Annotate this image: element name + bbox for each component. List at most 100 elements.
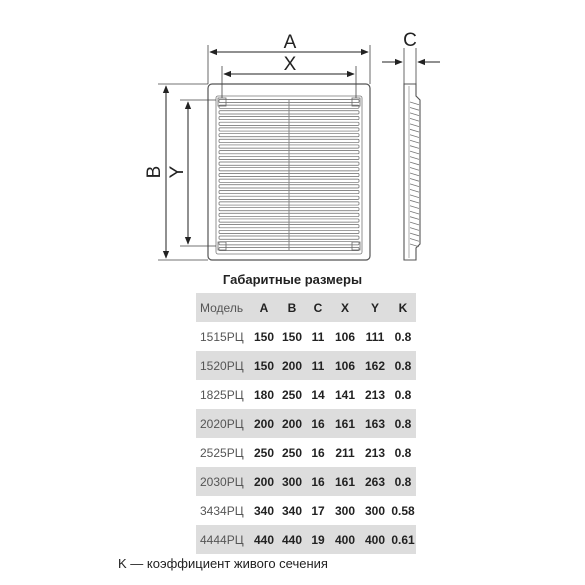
grille-side-tooth [409, 123, 420, 127]
dimension-label-y: Y [167, 165, 188, 178]
grille-side-tooth [409, 210, 420, 215]
cell-k: 0.8 [390, 467, 416, 496]
cell-b: 200 [278, 351, 306, 380]
table-row: 2525РЦ 250 250 16 211 213 0.8 [196, 438, 416, 467]
cell-c: 11 [306, 351, 330, 380]
cell-model: 1825РЦ [200, 387, 244, 402]
cell-y: 162 [360, 351, 390, 380]
grille-side-tooth [409, 188, 420, 193]
table-title: Габаритные размеры [222, 272, 363, 287]
grille-side-tooth [409, 101, 420, 106]
cell-b: 150 [281, 329, 303, 344]
cell-y: 213 [364, 445, 386, 460]
cell-a: 340 [253, 503, 275, 518]
table-header-row: Модель A B C X Y K [196, 293, 416, 322]
header-k: K [390, 293, 416, 322]
header-c: C [306, 293, 330, 322]
cell-y: 263 [360, 467, 390, 496]
grille-side-tooth [409, 232, 420, 237]
grille-side-tooth [409, 205, 420, 209]
cell-c: 17 [311, 503, 325, 518]
cell-k: 0.8 [394, 387, 412, 402]
cell-model: 3434РЦ [200, 503, 244, 518]
cell-model: 4444РЦ [196, 525, 250, 554]
cell-y: 213 [364, 387, 386, 402]
cell-k: 0.58 [391, 503, 415, 518]
table-row: 1515РЦ 150 150 11 106 111 0.8 [196, 322, 416, 351]
grille-side-tooth [409, 221, 420, 226]
grille-side-tooth [409, 243, 420, 248]
grille-side-tooth [409, 150, 420, 155]
header-model: Модель [196, 293, 250, 322]
header-b: B [278, 293, 306, 322]
cell-model: 2030РЦ [196, 467, 250, 496]
mount-tab-bottom-right [351, 241, 361, 251]
table-row: 1825РЦ 180 250 14 141 213 0.8 [196, 380, 416, 409]
cell-a: 200 [250, 409, 278, 438]
cell-model: 1520РЦ [196, 351, 250, 380]
table-row: 4444РЦ 440 440 19 400 400 0.61 [196, 525, 416, 554]
cell-b: 250 [281, 445, 303, 460]
cell-c: 16 [306, 409, 330, 438]
cell-c: 19 [306, 525, 330, 554]
grille-side-tooth [409, 238, 420, 242]
mount-tab-bottom-left [217, 241, 227, 251]
grille-side-teeth [409, 101, 420, 248]
footnote: K — коэффициент живого сечения [118, 556, 328, 571]
cell-x: 211 [335, 445, 355, 460]
dimension-label-x: X [284, 54, 297, 75]
dimensions-table: Модель A B C X Y K 1515РЦ 150 150 11 106… [196, 293, 416, 554]
dimension-label-a: A [284, 32, 297, 53]
cell-y: 163 [360, 409, 390, 438]
dimension-label-b: B [144, 166, 165, 179]
grille-side-tooth [409, 134, 420, 138]
cell-b: 340 [281, 503, 303, 518]
cell-a: 440 [250, 525, 278, 554]
grille-side-tooth [409, 117, 420, 122]
cell-k: 0.8 [390, 351, 416, 380]
table-row: 2030РЦ 200 300 16 161 263 0.8 [196, 467, 416, 496]
header-x: X [330, 293, 360, 322]
cell-x: 400 [330, 525, 360, 554]
cell-model: 2020РЦ [196, 409, 250, 438]
cell-k: 0.8 [390, 409, 416, 438]
cell-x: 141 [334, 387, 356, 402]
cell-b: 250 [281, 387, 303, 402]
dimension-label-c: C [403, 30, 417, 51]
cell-model: 1515РЦ [200, 329, 244, 344]
table-row: 3434РЦ 340 340 17 300 300 0.58 [196, 496, 416, 525]
cell-x: 106 [334, 329, 356, 344]
header-y: Y [360, 293, 390, 322]
grille-side-tooth [409, 128, 420, 133]
cell-a: 180 [253, 387, 275, 402]
grille-side-profile [403, 83, 421, 261]
grille-side-tooth [409, 156, 420, 160]
cell-k: 0.8 [394, 445, 412, 460]
grille-side-tooth [409, 107, 420, 111]
cell-a: 150 [253, 329, 275, 344]
cell-a: 200 [250, 467, 278, 496]
grille-side-tooth [409, 199, 420, 204]
cell-b: 440 [278, 525, 306, 554]
grille-side-tooth [409, 167, 420, 171]
table-row: 1520РЦ 150 200 11 106 162 0.8 [196, 351, 416, 380]
grille-side-tooth [409, 139, 420, 144]
cell-y: 400 [360, 525, 390, 554]
grille-side-tooth [409, 161, 420, 166]
grille-side-tooth [409, 183, 420, 188]
header-a: A [250, 293, 278, 322]
table-row: 2020РЦ 200 200 16 161 163 0.8 [196, 409, 416, 438]
cell-c: 11 [311, 329, 325, 344]
cell-k: 0.61 [390, 525, 416, 554]
grille-side-tooth [409, 216, 420, 220]
cell-x: 300 [334, 503, 356, 518]
cell-x: 161 [330, 409, 360, 438]
cell-x: 106 [330, 351, 360, 380]
cell-k: 0.8 [394, 329, 412, 344]
cell-x: 161 [330, 467, 360, 496]
grille-side-tooth [409, 194, 420, 198]
cell-c: 16 [311, 445, 325, 460]
cell-b: 200 [278, 409, 306, 438]
cell-y: 300 [364, 503, 386, 518]
cell-b: 300 [278, 467, 306, 496]
